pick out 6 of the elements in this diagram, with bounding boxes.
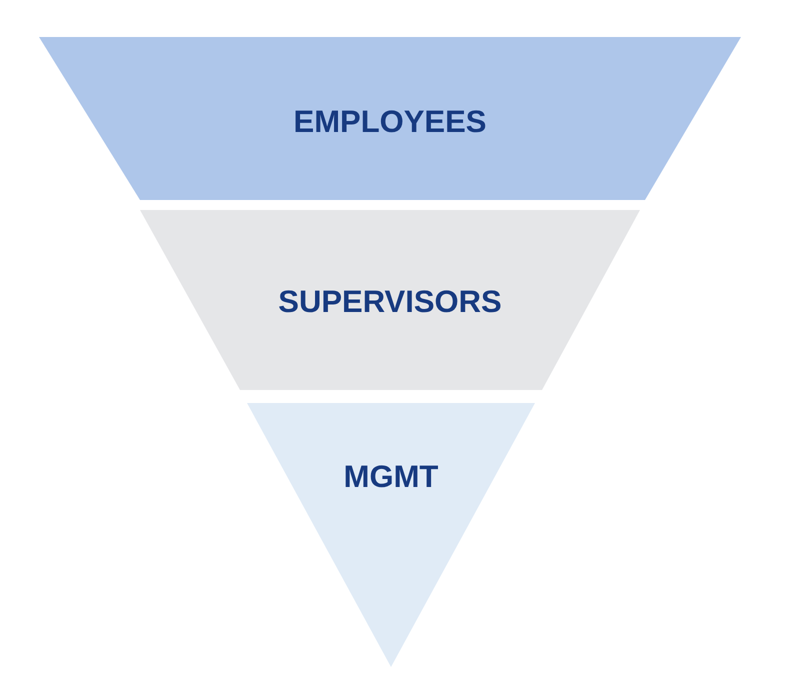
funnel-band	[247, 403, 535, 667]
funnel-band	[140, 210, 640, 390]
band-label: SUPERVISORS	[278, 282, 502, 321]
band-label: MGMT	[344, 458, 438, 496]
funnel-band	[39, 37, 741, 200]
band-label: EMPLOYEES	[294, 102, 486, 141]
